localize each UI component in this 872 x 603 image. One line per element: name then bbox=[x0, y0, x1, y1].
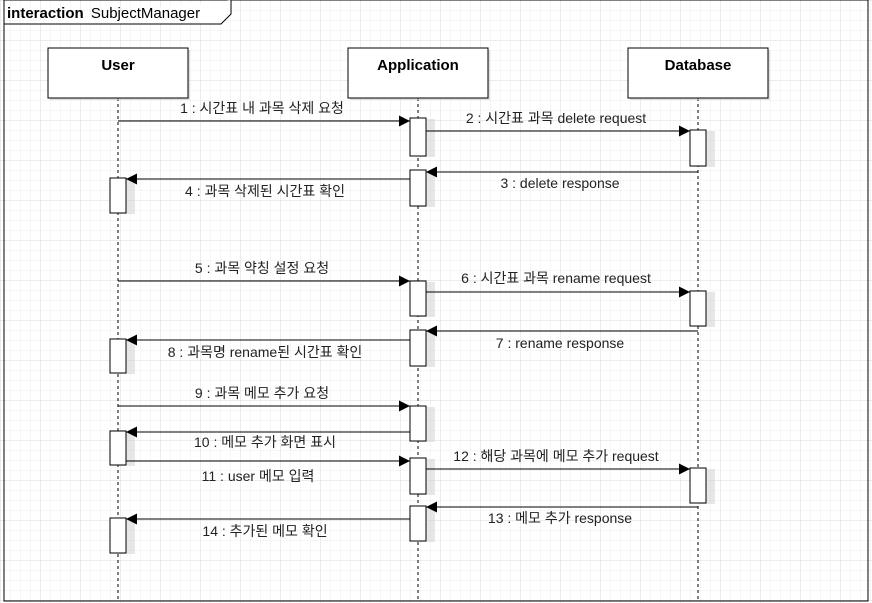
activation-bar-db[interactable] bbox=[689, 467, 707, 504]
message-label: 11 : user 메모 입력 bbox=[202, 468, 315, 484]
message-label: 8 : 과목명 rename된 시간표 확인 bbox=[168, 344, 363, 360]
message-6[interactable]: 6 : 시간표 과목 rename request bbox=[426, 270, 690, 298]
activation-bar-app[interactable] bbox=[409, 280, 427, 317]
message-label: 2 : 시간표 과목 delete request bbox=[466, 110, 646, 126]
message-label: 7 : rename response bbox=[496, 335, 625, 351]
message-4[interactable]: 4 : 과목 삭제된 시간표 확인 bbox=[126, 173, 410, 199]
activation-bar-db[interactable] bbox=[689, 290, 707, 327]
message-1[interactable]: 1 : 시간표 내 과목 삭제 요청 bbox=[118, 100, 410, 127]
message-9[interactable]: 9 : 과목 메모 추가 요청 bbox=[118, 385, 410, 412]
message-label: 4 : 과목 삭제된 시간표 확인 bbox=[185, 183, 345, 199]
interaction-frame bbox=[3, 0, 869, 602]
message-12[interactable]: 12 : 해당 과목에 메모 추가 request bbox=[426, 448, 690, 475]
message-label: 14 : 추가된 메모 확인 bbox=[202, 523, 327, 539]
message-label: 3 : delete response bbox=[500, 175, 619, 191]
message-label: 10 : 메모 추가 화면 표시 bbox=[194, 434, 336, 450]
message-8[interactable]: 8 : 과목명 rename된 시간표 확인 bbox=[126, 334, 410, 360]
message-label: 6 : 시간표 과목 rename request bbox=[461, 270, 651, 286]
lifeline-app: Application bbox=[347, 47, 490, 601]
message-label: 9 : 과목 메모 추가 요청 bbox=[195, 385, 329, 401]
activation-bar-db[interactable] bbox=[689, 129, 707, 167]
activation-bar-user[interactable] bbox=[109, 338, 127, 374]
lifeline-box[interactable] bbox=[47, 47, 189, 99]
lifeline-user: User bbox=[47, 47, 190, 601]
message-label: 1 : 시간표 내 과목 삭제 요청 bbox=[180, 100, 344, 116]
message-label: 12 : 해당 과목에 메모 추가 request bbox=[453, 448, 659, 464]
message-2[interactable]: 2 : 시간표 과목 delete request bbox=[426, 110, 690, 137]
message-7[interactable]: 7 : rename response bbox=[426, 325, 698, 351]
activation-bar-app[interactable] bbox=[409, 505, 427, 542]
message-label: 5 : 과목 약칭 설정 요청 bbox=[195, 260, 329, 276]
activation-bars bbox=[109, 117, 715, 554]
message-14[interactable]: 14 : 추가된 메모 확인 bbox=[126, 513, 410, 539]
activation-bar-app[interactable] bbox=[409, 405, 427, 442]
lifeline-db: Database bbox=[627, 47, 770, 601]
frame-keyword: interaction bbox=[7, 5, 84, 22]
activation-bar-user[interactable] bbox=[109, 177, 127, 214]
lifeline-title: User bbox=[101, 57, 135, 74]
message-3[interactable]: 3 : delete response bbox=[426, 166, 698, 191]
activation-bar-app[interactable] bbox=[409, 117, 427, 157]
message-label: 13 : 메모 추가 response bbox=[488, 510, 632, 526]
frame-tab bbox=[4, 0, 232, 25]
activation-bar-app[interactable] bbox=[409, 457, 427, 495]
message-10[interactable]: 10 : 메모 추가 화면 표시 bbox=[126, 426, 410, 450]
message-13[interactable]: 13 : 메모 추가 response bbox=[426, 501, 698, 526]
lifeline-title: Database bbox=[665, 57, 732, 74]
message-11[interactable]: 11 : user 메모 입력 bbox=[126, 455, 410, 484]
activation-bar-app[interactable] bbox=[409, 329, 427, 367]
messages: 1 : 시간표 내 과목 삭제 요청 2 : 시간표 과목 delete requ… bbox=[118, 100, 698, 539]
lifeline-title: Application bbox=[377, 57, 459, 74]
activation-bar-app[interactable] bbox=[409, 169, 427, 207]
frame-name: SubjectManager bbox=[91, 5, 200, 22]
lifeline-box[interactable] bbox=[627, 47, 769, 99]
message-5[interactable]: 5 : 과목 약칭 설정 요청 bbox=[118, 260, 410, 287]
activation-bar-user[interactable] bbox=[109, 517, 127, 554]
lifelines: User Application Database bbox=[47, 47, 770, 601]
frame-label: interaction SubjectManager bbox=[7, 5, 200, 22]
activation-bar-user[interactable] bbox=[109, 430, 127, 466]
lifeline-box[interactable] bbox=[347, 47, 489, 99]
